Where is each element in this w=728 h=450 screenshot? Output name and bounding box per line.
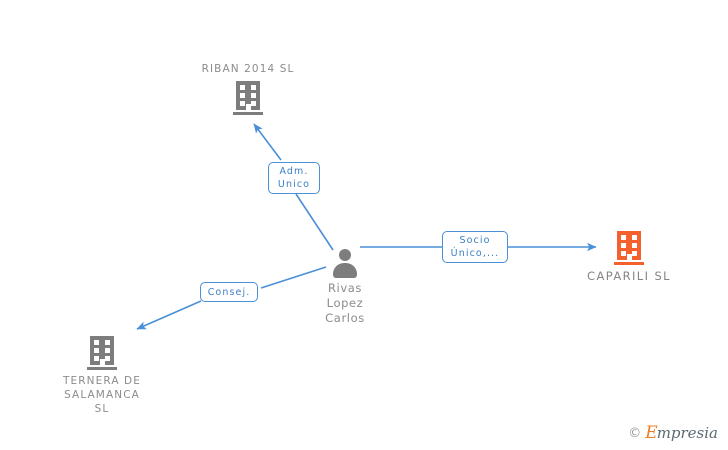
node-rivas-lopez-carlos[interactable]: Rivas Lopez Carlos xyxy=(270,248,420,326)
node-caparili-sl[interactable]: CAPARILI SL xyxy=(554,231,704,283)
building-icon xyxy=(233,81,263,115)
node-label-person: Rivas Lopez Carlos xyxy=(325,281,365,325)
node-label-riban: RIBAN 2014 SL xyxy=(201,63,295,75)
person-icon xyxy=(330,248,360,278)
building-icon xyxy=(87,336,117,370)
brand-initial: E xyxy=(645,423,658,443)
edge-adm-label-to-riban xyxy=(253,123,282,161)
brand-name: mpresia xyxy=(656,424,718,442)
node-ternera-de-salamanca-sl[interactable]: TERNERA DE SALAMANCA SL xyxy=(27,336,177,416)
edge-person-to-adm-label xyxy=(295,193,334,251)
node-label-caparili: CAPARILI SL xyxy=(587,269,671,283)
node-riban-2014-sl[interactable]: RIBAN 2014 SL xyxy=(173,62,323,115)
relation-label-consej[interactable]: Consej. xyxy=(200,282,258,302)
node-label-ternera: TERNERA DE SALAMANCA SL xyxy=(63,375,141,415)
edge-person-to-consej-label xyxy=(260,266,327,289)
edge-consej-label-to-ternera xyxy=(136,300,202,330)
relation-label-socio-unico[interactable]: Socio Único,... xyxy=(442,231,508,263)
relation-label-adm-unico[interactable]: Adm. Unico xyxy=(268,162,320,194)
building-icon xyxy=(614,231,644,265)
empresia-watermark: © E mpresia xyxy=(628,425,718,442)
copyright-icon: © xyxy=(628,426,642,441)
